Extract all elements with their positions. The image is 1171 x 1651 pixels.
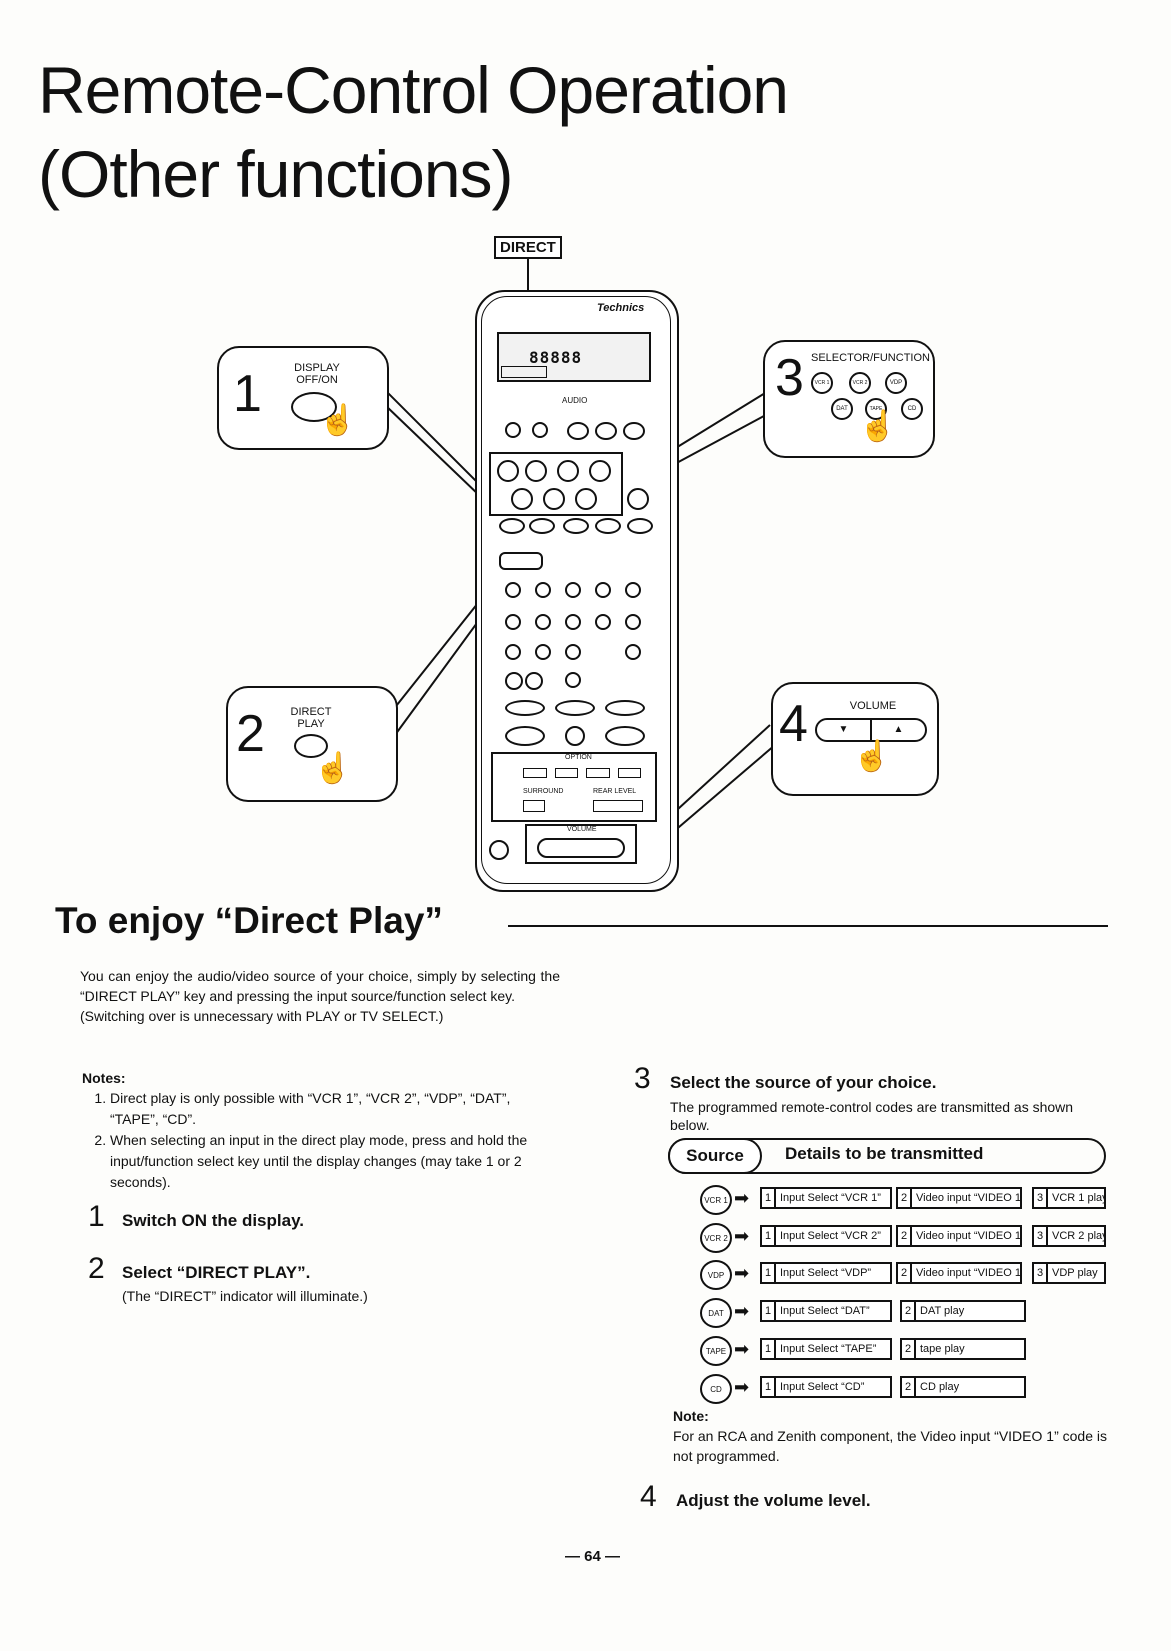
pointing-hand-icon: ☝ — [314, 752, 352, 785]
num-key[interactable] — [595, 614, 611, 630]
vcr2-key[interactable]: VCR 2 — [849, 372, 871, 394]
vcr1-source-icon: VCR 1 — [700, 1185, 732, 1215]
callout-display: 1 DISPLAY OFF/ON ☝ — [217, 346, 389, 450]
remote-button[interactable] — [623, 422, 645, 440]
cd-source-icon: CD — [700, 1374, 732, 1404]
dat-key[interactable]: DAT — [831, 398, 853, 420]
num-key[interactable] — [625, 644, 641, 660]
num-key[interactable] — [505, 582, 521, 598]
play-key[interactable] — [605, 726, 645, 746]
page-number: — 64 — — [565, 1548, 621, 1565]
num-key[interactable] — [535, 614, 551, 630]
num-key[interactable] — [505, 614, 521, 630]
rew-key[interactable] — [505, 700, 545, 716]
arrow-right-icon: ➡ — [734, 1188, 750, 1208]
num-key[interactable] — [625, 614, 641, 630]
muting-key[interactable] — [489, 840, 509, 860]
remote-body: Technics 88888 AUDIO — [475, 290, 679, 892]
num-key[interactable] — [595, 582, 611, 598]
tape-source-icon: TAPE — [700, 1336, 732, 1366]
m2-key[interactable] — [595, 518, 621, 534]
callout-volume: 4 VOLUME ▼ ▲ ☝ — [771, 682, 939, 796]
num-key[interactable] — [505, 672, 523, 690]
intro-paragraph: You can enjoy the audio/video source of … — [80, 968, 560, 1024]
tape-key[interactable] — [543, 488, 565, 510]
remote-button[interactable] — [595, 422, 617, 440]
vcr2-source-icon: VCR 2 — [700, 1223, 732, 1253]
direct-play-button[interactable] — [294, 734, 328, 758]
m3-key[interactable] — [627, 518, 653, 534]
vdp-key[interactable] — [557, 460, 579, 482]
callout-direct-play: 2 DIRECT PLAY ☝ — [226, 686, 398, 802]
note-item: When selecting an input in the direct pl… — [110, 1130, 562, 1193]
tv-key[interactable] — [589, 460, 611, 482]
num-key[interactable] — [565, 644, 581, 660]
heading-rule — [508, 925, 1108, 927]
vdp-key[interactable]: VDP — [885, 372, 907, 394]
arrow-right-icon: ➡ — [734, 1263, 750, 1283]
cd-key[interactable] — [575, 488, 597, 510]
stop-key[interactable] — [565, 726, 585, 746]
remote-button[interactable] — [532, 422, 548, 438]
input-selector-box — [489, 452, 623, 516]
cd-key[interactable]: CD — [901, 398, 923, 420]
source-label: Source — [668, 1138, 762, 1174]
arrow-right-icon: ➡ — [734, 1377, 750, 1397]
audio-label: AUDIO — [562, 396, 588, 405]
num-key[interactable] — [525, 672, 543, 690]
vcr1-key[interactable]: VCR 1 — [811, 372, 833, 394]
vdp-source-icon: VDP — [700, 1260, 732, 1290]
arrow-right-icon: ➡ — [734, 1339, 750, 1359]
callout-selector-function: 3 SELECTOR/FUNCTION VCR 1 VCR 2 VDP DAT … — [763, 340, 935, 458]
direct-indicator-label: DIRECT — [494, 236, 562, 259]
remote-button[interactable] — [567, 422, 589, 440]
pointing-hand-icon: ☝ — [859, 410, 897, 443]
volume-down-icon[interactable]: ▼ — [817, 720, 872, 740]
remote-button[interactable] — [505, 422, 521, 438]
arrow-right-icon: ➡ — [734, 1226, 750, 1246]
display-key[interactable] — [499, 518, 525, 534]
dat-key[interactable] — [511, 488, 533, 510]
num-key[interactable] — [625, 582, 641, 598]
vcr1-key[interactable] — [497, 460, 519, 482]
num-key[interactable] — [565, 614, 581, 630]
phono-key[interactable] — [627, 488, 649, 510]
option-panel: OPTION SURROUND REAR LEVEL — [491, 752, 657, 822]
pointing-hand-icon: ☝ — [853, 740, 891, 773]
ff-key[interactable] — [605, 700, 645, 716]
source-table-header: Source Details to be transmitted — [668, 1138, 1106, 1174]
tape-key[interactable]: TAPE — [865, 398, 887, 420]
volume-panel: VOLUME — [525, 824, 637, 864]
page-title: Remote-Control Operation (Other function… — [38, 53, 789, 211]
arrow-right-icon: ➡ — [734, 1301, 750, 1321]
section-heading: To enjoy “Direct Play” — [55, 900, 443, 941]
brand-logo: Technics — [597, 302, 645, 314]
m1-key[interactable] — [563, 518, 589, 534]
num-key[interactable] — [505, 644, 521, 660]
num-key[interactable] — [535, 644, 551, 660]
vcr2-key[interactable] — [525, 460, 547, 482]
pointing-hand-icon: ☝ — [319, 404, 357, 437]
num-key[interactable] — [535, 582, 551, 598]
display-off-on-button[interactable] — [291, 392, 337, 422]
volume-up-icon[interactable]: ▲ — [893, 724, 904, 735]
num-key[interactable] — [565, 582, 581, 598]
details-label: Details to be transmitted — [785, 1144, 984, 1163]
direct-play-key[interactable] — [529, 518, 555, 534]
lcd-display: 88888 — [497, 332, 651, 382]
volume-button[interactable]: ▼ ▲ — [815, 718, 927, 742]
dat-source-icon: DAT — [700, 1298, 732, 1328]
pause-key[interactable] — [555, 700, 595, 716]
note-item: Direct play is only possible with “VCR 1… — [110, 1088, 562, 1130]
num-key[interactable] — [565, 672, 581, 688]
power-key[interactable] — [499, 552, 543, 570]
play-reverse-key[interactable] — [505, 726, 545, 746]
rca-zenith-note: Note: For an RCA and Zenith component, t… — [673, 1408, 1107, 1464]
notes-block: Notes: Direct play is only possible with… — [82, 1070, 562, 1193]
